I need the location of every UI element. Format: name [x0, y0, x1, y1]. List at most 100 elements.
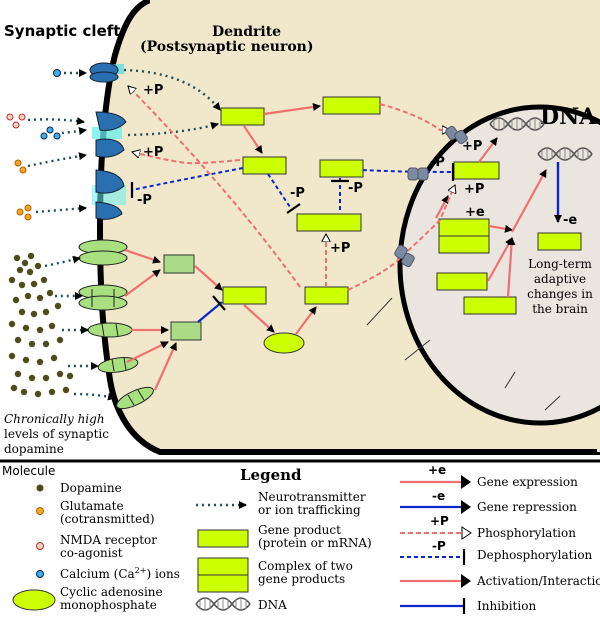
second-messenger-complex: [163, 254, 195, 274]
gene-product: [222, 286, 267, 305]
dopamine-receptor: [87, 322, 133, 338]
inhibition-line: [197, 301, 223, 323]
svg-text:the brain: the brain: [532, 302, 588, 316]
activation-arrows: [124, 103, 547, 391]
gene-product-complex-bottom: [438, 235, 490, 254]
blue-receptor: [89, 62, 124, 83]
trafficking-arrows: [27, 68, 221, 401]
plus-p-marker: +P: [464, 182, 484, 197]
calcium-icon: [36, 570, 44, 578]
gene-product-complex-top: [438, 218, 490, 237]
legend-gene-expression: Gene expression: [477, 475, 578, 489]
dendrite-sublabel: (Postsynaptic neuron): [140, 39, 313, 55]
gene-product: [322, 96, 381, 115]
legend-dopamine: Dopamine: [60, 481, 122, 495]
legend-trafficking: Neurotransmitter: [258, 490, 366, 504]
cytoskeleton-line: [366, 297, 393, 326]
gene-product: [304, 286, 349, 305]
dna-title: DNA: [540, 104, 597, 130]
legend-complex: Complex of two: [258, 559, 353, 573]
nuclear-pore: [394, 244, 415, 268]
plus-e-marker: +e: [465, 205, 485, 220]
nuclear-pore: [407, 167, 429, 181]
legend-dna: DNA: [258, 598, 287, 612]
legend-plus-e: +e: [428, 463, 446, 477]
legend-gene-repression: Gene repression: [477, 500, 577, 514]
dendrite-label: Dendrite: [212, 24, 281, 40]
legend-minus-e: -e: [432, 489, 445, 503]
synaptic-cleft-label: Synaptic cleft: [4, 22, 120, 40]
dopamine-icon: [36, 484, 44, 492]
minus-p-marker: -P: [137, 193, 152, 208]
glutamate-icon: [36, 507, 44, 515]
blue-receptor: [92, 169, 126, 220]
legend-minus-p: -P: [432, 539, 446, 553]
activation-legend-head: [461, 574, 471, 588]
blue-receptor: [92, 111, 127, 158]
phosphorylation-arrows: [128, 86, 455, 291]
dephosphorylation-bars: [130, 163, 455, 214]
svg-text:levels of synaptic: levels of synaptic: [4, 427, 109, 441]
cytoskeleton-line: [404, 339, 431, 361]
gene-product: [296, 213, 362, 232]
nuclear-pore: [445, 125, 468, 145]
chronic-dopamine-caption: Chronically high levels of synaptic dopa…: [4, 412, 109, 456]
gene-repression-legend-head: [461, 500, 471, 514]
dephosphorylation-lines: [131, 167, 453, 211]
legend-plus-p: +P: [430, 514, 449, 528]
complex-legend-icon-top: [197, 557, 249, 576]
complex-legend-icon-bottom: [197, 574, 249, 593]
legend-trafficking-sub: or ion trafficking: [258, 503, 361, 517]
legend-inhibition: Inhibition: [477, 599, 536, 613]
plus-p-marker: +P: [143, 145, 163, 160]
legend-camp-sub: monophosphate: [60, 598, 157, 612]
plus-p-marker: +P: [462, 139, 482, 154]
calcium-ion: [53, 69, 61, 77]
legend-phosphorylation: Phosphorylation: [477, 526, 576, 540]
minus-p-marker: -P: [348, 181, 363, 196]
gene-product: [453, 161, 500, 180]
svg-text:adaptive: adaptive: [534, 272, 586, 286]
legend-activation: Activation/Interaction: [476, 574, 600, 588]
legend-gene-product-sub: (protein or mRNA): [258, 536, 372, 550]
second-messenger-complex: [170, 321, 202, 341]
minus-p-marker: -P: [430, 155, 445, 170]
gene-product: [242, 156, 287, 175]
gene-expression-legend-head: [461, 475, 471, 489]
glutamate: [16, 204, 32, 221]
legend-gene-product: Gene product: [258, 523, 341, 537]
gene-product: [436, 272, 488, 291]
legend-nmda: NMDA receptor: [60, 533, 157, 547]
legend-title: Legend: [240, 466, 302, 484]
gene-product: [463, 296, 517, 315]
legend-calcium: Calcium (Ca2+) ions: [60, 566, 180, 581]
gene-product: [319, 159, 364, 178]
nmda-coagonist: [6, 113, 26, 129]
gene-product: [220, 107, 265, 126]
nmda-icon: [36, 542, 44, 550]
legend-complex-sub: gene products: [258, 572, 345, 586]
dopamine-receptor: [116, 386, 154, 410]
glutamate: [14, 159, 27, 174]
svg-text:changes in: changes in: [527, 287, 593, 301]
legend-glutamate-sub: (cotransmitted): [60, 512, 155, 526]
svg-text:Chronically high: Chronically high: [4, 412, 105, 426]
long-term-label: Long-term adaptive changes in the brain: [527, 257, 593, 316]
gene-products: [220, 96, 582, 315]
dopamine-cluster: [8, 252, 74, 398]
legend-molecule-header: Molecule: [2, 464, 55, 478]
inhibition-bar: [212, 295, 226, 311]
legend-camp: Cyclic adenosine: [60, 585, 163, 599]
gene-product-legend-icon: [197, 529, 249, 548]
minus-p-marker: -P: [290, 186, 305, 201]
legend-dephosphorylation: Dephosphorylation: [477, 548, 593, 562]
plus-p-marker: +P: [330, 241, 350, 256]
legend-glutamate: Glutamate: [60, 499, 124, 513]
svg-text:dopamine: dopamine: [4, 442, 64, 456]
cytoskeleton-line: [504, 371, 516, 389]
plus-p-marker: +P: [143, 83, 163, 98]
phosphorylation-legend-head: [461, 526, 472, 540]
legend-nmda-sub: co-agonist: [60, 546, 123, 560]
camp-icon: [12, 589, 56, 611]
